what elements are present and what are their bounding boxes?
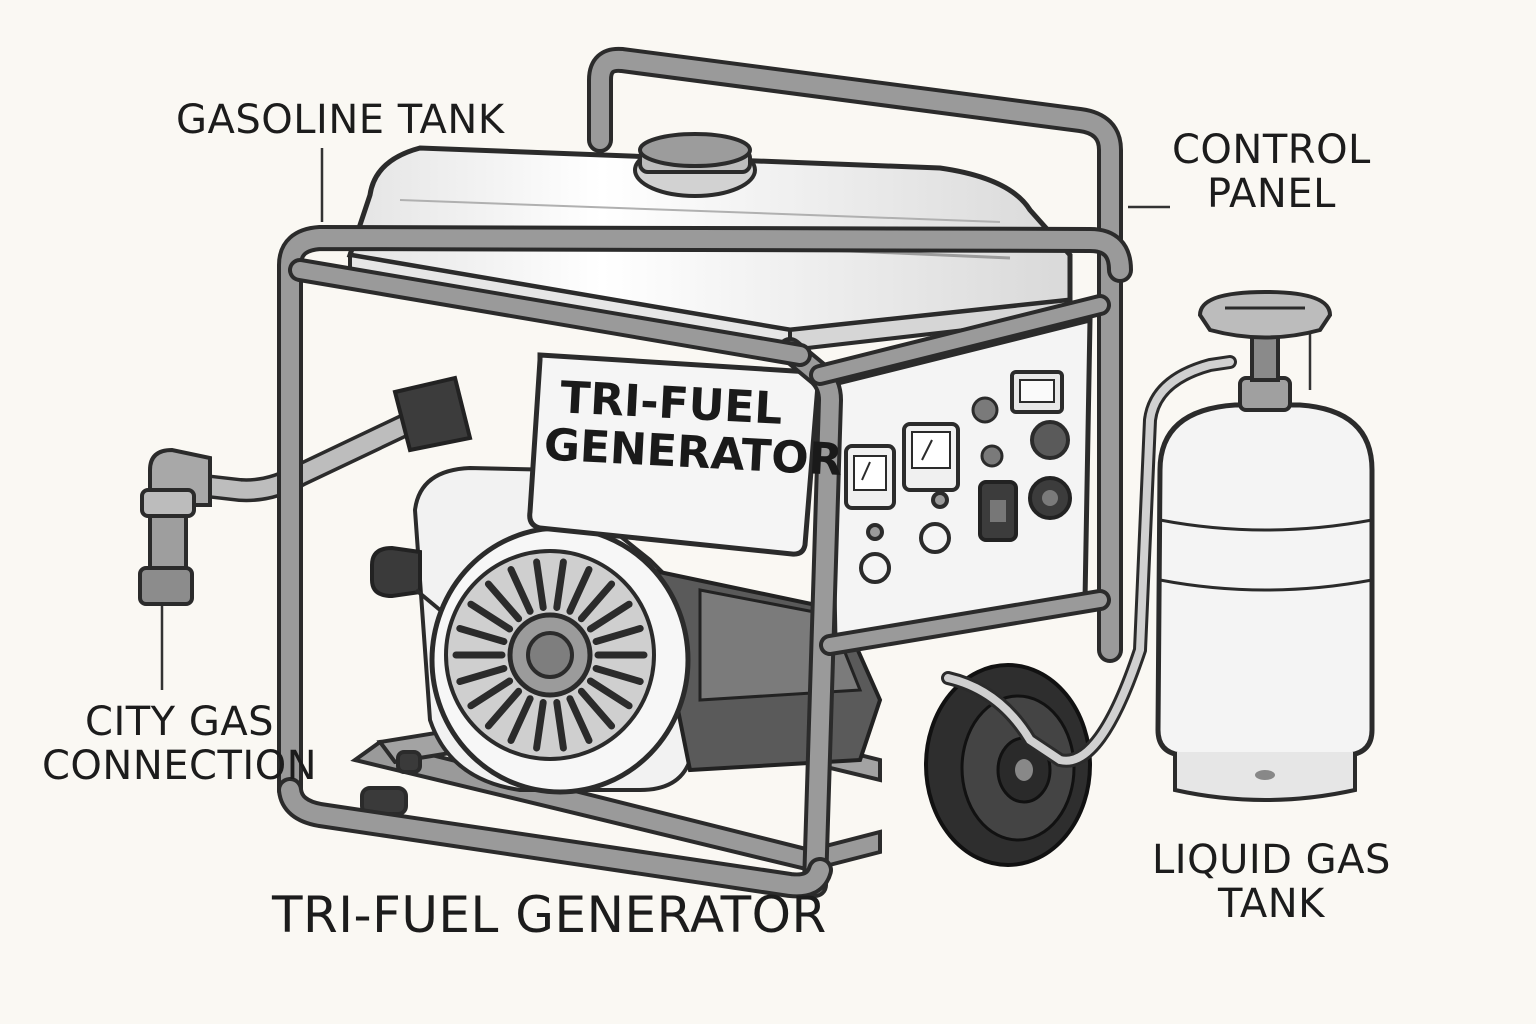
fan-slot <box>507 695 534 744</box>
fan-slot <box>484 687 523 730</box>
fan-slot <box>553 699 567 752</box>
generator-nameplate: TRI-FUEL GENERATOR <box>543 372 844 486</box>
label-control-panel: CONTROL PANEL <box>1172 128 1371 216</box>
label-gasoline-tank-text: GASOLINE TANK <box>176 97 505 143</box>
fan-slot <box>586 677 633 710</box>
tank-collar <box>1197 289 1333 340</box>
fan-slot <box>566 695 593 744</box>
lpg-hose <box>941 355 1237 768</box>
fan-slot <box>592 665 644 685</box>
leader-lines <box>160 148 1312 690</box>
diagram-title: TRI-FUEL GENERATOR <box>272 888 827 943</box>
fan-slot <box>467 600 514 633</box>
front-frame <box>277 225 1133 899</box>
fan-slot <box>553 558 567 611</box>
liquid-gas-tank <box>1155 289 1375 802</box>
rear-frame <box>587 46 1123 663</box>
label-control-panel-line-2: PANEL <box>1206 171 1336 217</box>
fuel-valve <box>392 375 473 453</box>
fan-slot <box>577 580 616 623</box>
fan-slot <box>456 625 508 645</box>
fan-slot <box>577 687 616 730</box>
fan-slot <box>592 625 644 645</box>
label-liquid-gas-line-1: LIQUID GAS <box>1152 837 1391 883</box>
label-control-panel-line-1: CONTROL <box>1172 127 1371 173</box>
label-gasoline-tank: GASOLINE TANK <box>176 98 505 142</box>
fan-slot <box>566 566 593 615</box>
rubber-foot-rear <box>396 750 422 774</box>
fan-slot <box>533 558 547 611</box>
fan-slot <box>533 699 547 752</box>
diagram-title-text: TRI-FUEL GENERATOR <box>272 886 827 944</box>
outlet-knob <box>1030 420 1070 460</box>
indicator-light-1 <box>971 396 999 424</box>
outlets <box>859 491 951 584</box>
label-liquid-gas-tank: LIQUID GAS TANK <box>1152 838 1391 926</box>
label-city-gas-line-2: CONNECTION <box>42 743 318 789</box>
fan-slot <box>456 665 508 685</box>
wheel <box>924 663 1092 867</box>
label-liquid-gas-line-2: TANK <box>1218 881 1325 927</box>
choke-knob <box>370 545 422 599</box>
label-city-gas-line-1: CITY GAS <box>85 699 275 745</box>
control-panel <box>827 316 1093 643</box>
indicator-light-2 <box>980 444 1004 468</box>
fan-slot <box>507 566 534 615</box>
fan-slot <box>484 580 523 623</box>
label-city-gas-connection: CITY GAS CONNECTION <box>42 700 317 788</box>
fan-slot <box>467 677 514 710</box>
fan-slot <box>586 600 633 633</box>
